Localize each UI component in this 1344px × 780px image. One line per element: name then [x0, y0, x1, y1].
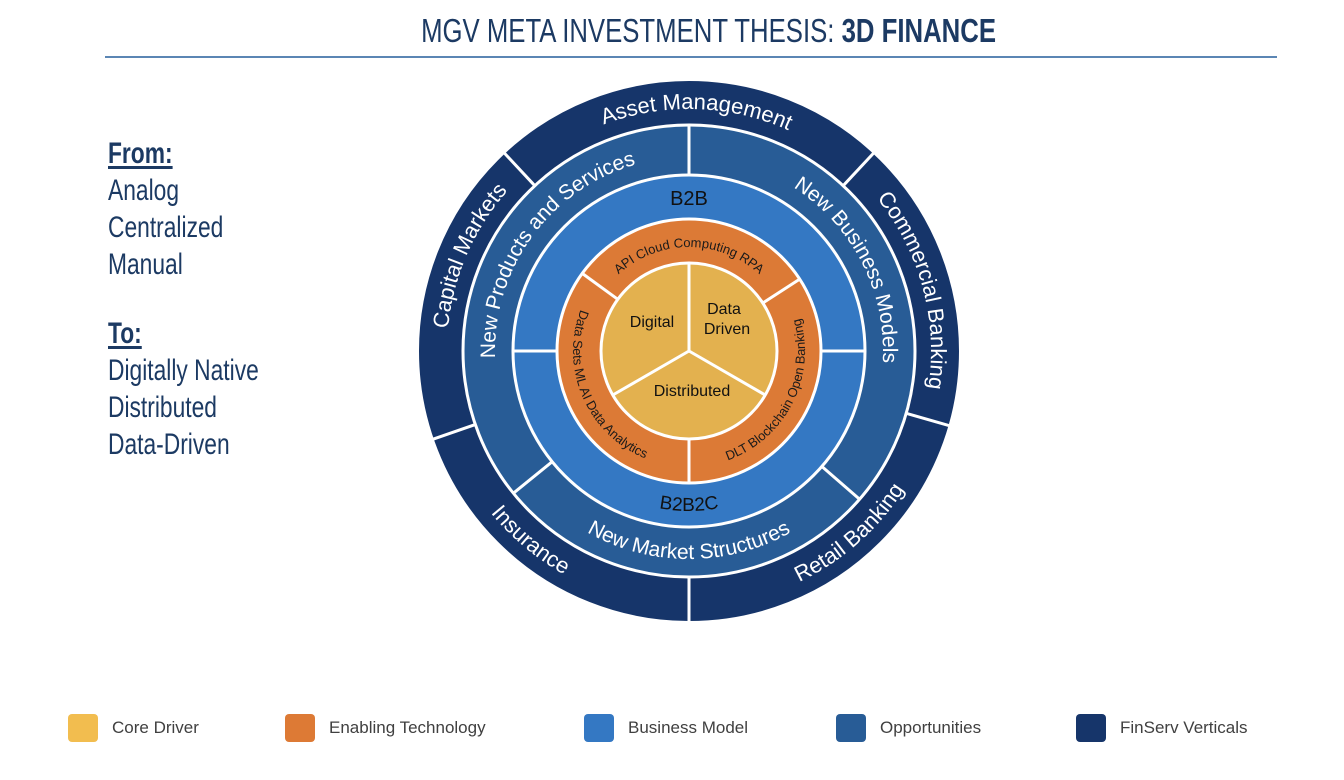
to-item: Data-Driven — [108, 428, 230, 461]
legend-swatch-opportunities — [836, 714, 866, 742]
legend-label: Enabling Technology — [329, 718, 486, 737]
title-bold: 3D FINANCE — [842, 12, 997, 49]
legend-label: Business Model — [628, 718, 749, 737]
from-heading: From: — [108, 137, 173, 170]
legend-swatch-enabling-technology — [285, 714, 315, 742]
core-digital: Digital — [630, 314, 674, 331]
legend-swatch-core-driver — [68, 714, 98, 742]
segment-dividers — [432, 125, 950, 622]
from-item: Manual — [108, 248, 183, 281]
business-model-b2b2c: B2B2C — [658, 492, 719, 516]
legend-label: Opportunities — [880, 718, 982, 737]
title-regular: MGV META INVESTMENT THESIS: — [421, 12, 843, 49]
legend-core-driver: Core Driver — [68, 713, 199, 743]
title-divider — [105, 56, 1277, 58]
legend-label: Core Driver — [112, 718, 199, 737]
core-data-driven-line1: Data — [707, 301, 741, 318]
from-item: Centralized — [108, 211, 224, 244]
legend-business-model: Business Model — [584, 713, 748, 743]
to-heading: To: — [108, 317, 142, 350]
legend-enabling-technology: Enabling Technology — [285, 713, 486, 743]
from-list: From: Analog Centralized Manual — [108, 135, 223, 283]
legend-label: FinServ Verticals — [1120, 718, 1248, 737]
core-data-driven-line2: Driven — [704, 321, 750, 338]
legend-swatch-business-model — [584, 714, 614, 742]
core-distributed: Distributed — [654, 383, 730, 400]
legend-opportunities: Opportunities — [836, 713, 981, 743]
to-item: Distributed — [108, 391, 217, 424]
to-list: To: Digitally Native Distributed Data-Dr… — [108, 315, 259, 463]
business-model-b2b: B2B — [670, 188, 708, 210]
from-item: Analog — [108, 174, 180, 207]
legend-finserv-verticals: FinServ Verticals — [1076, 713, 1248, 743]
to-item: Digitally Native — [108, 354, 259, 387]
page-title: MGV META INVESTMENT THESIS: 3D FINANCE — [0, 12, 1344, 50]
legend-swatch-finserv-verticals — [1076, 714, 1106, 742]
